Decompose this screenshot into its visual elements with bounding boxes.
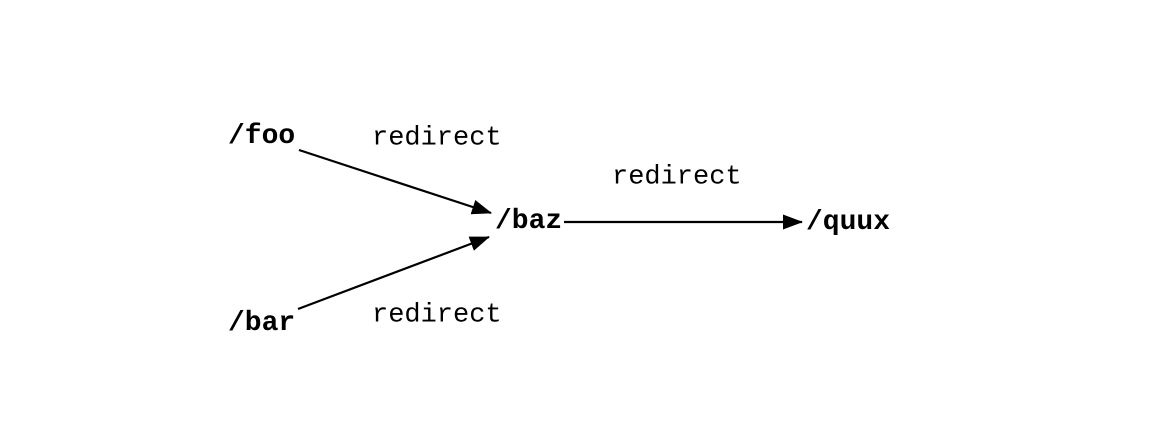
node-baz: /baz: [495, 206, 563, 237]
node-quux: /quux: [806, 207, 891, 238]
edge-arrow-bar-baz: [297, 235, 490, 311]
node-bar: /bar: [228, 308, 296, 339]
node-foo: /foo: [228, 121, 296, 152]
edge-arrow-foo-baz: [298, 148, 492, 215]
edge-label-bar-baz: redirect: [372, 300, 502, 331]
edge-label-baz-quux: redirect: [612, 162, 742, 193]
edge-label-foo-baz: redirect: [372, 123, 502, 154]
